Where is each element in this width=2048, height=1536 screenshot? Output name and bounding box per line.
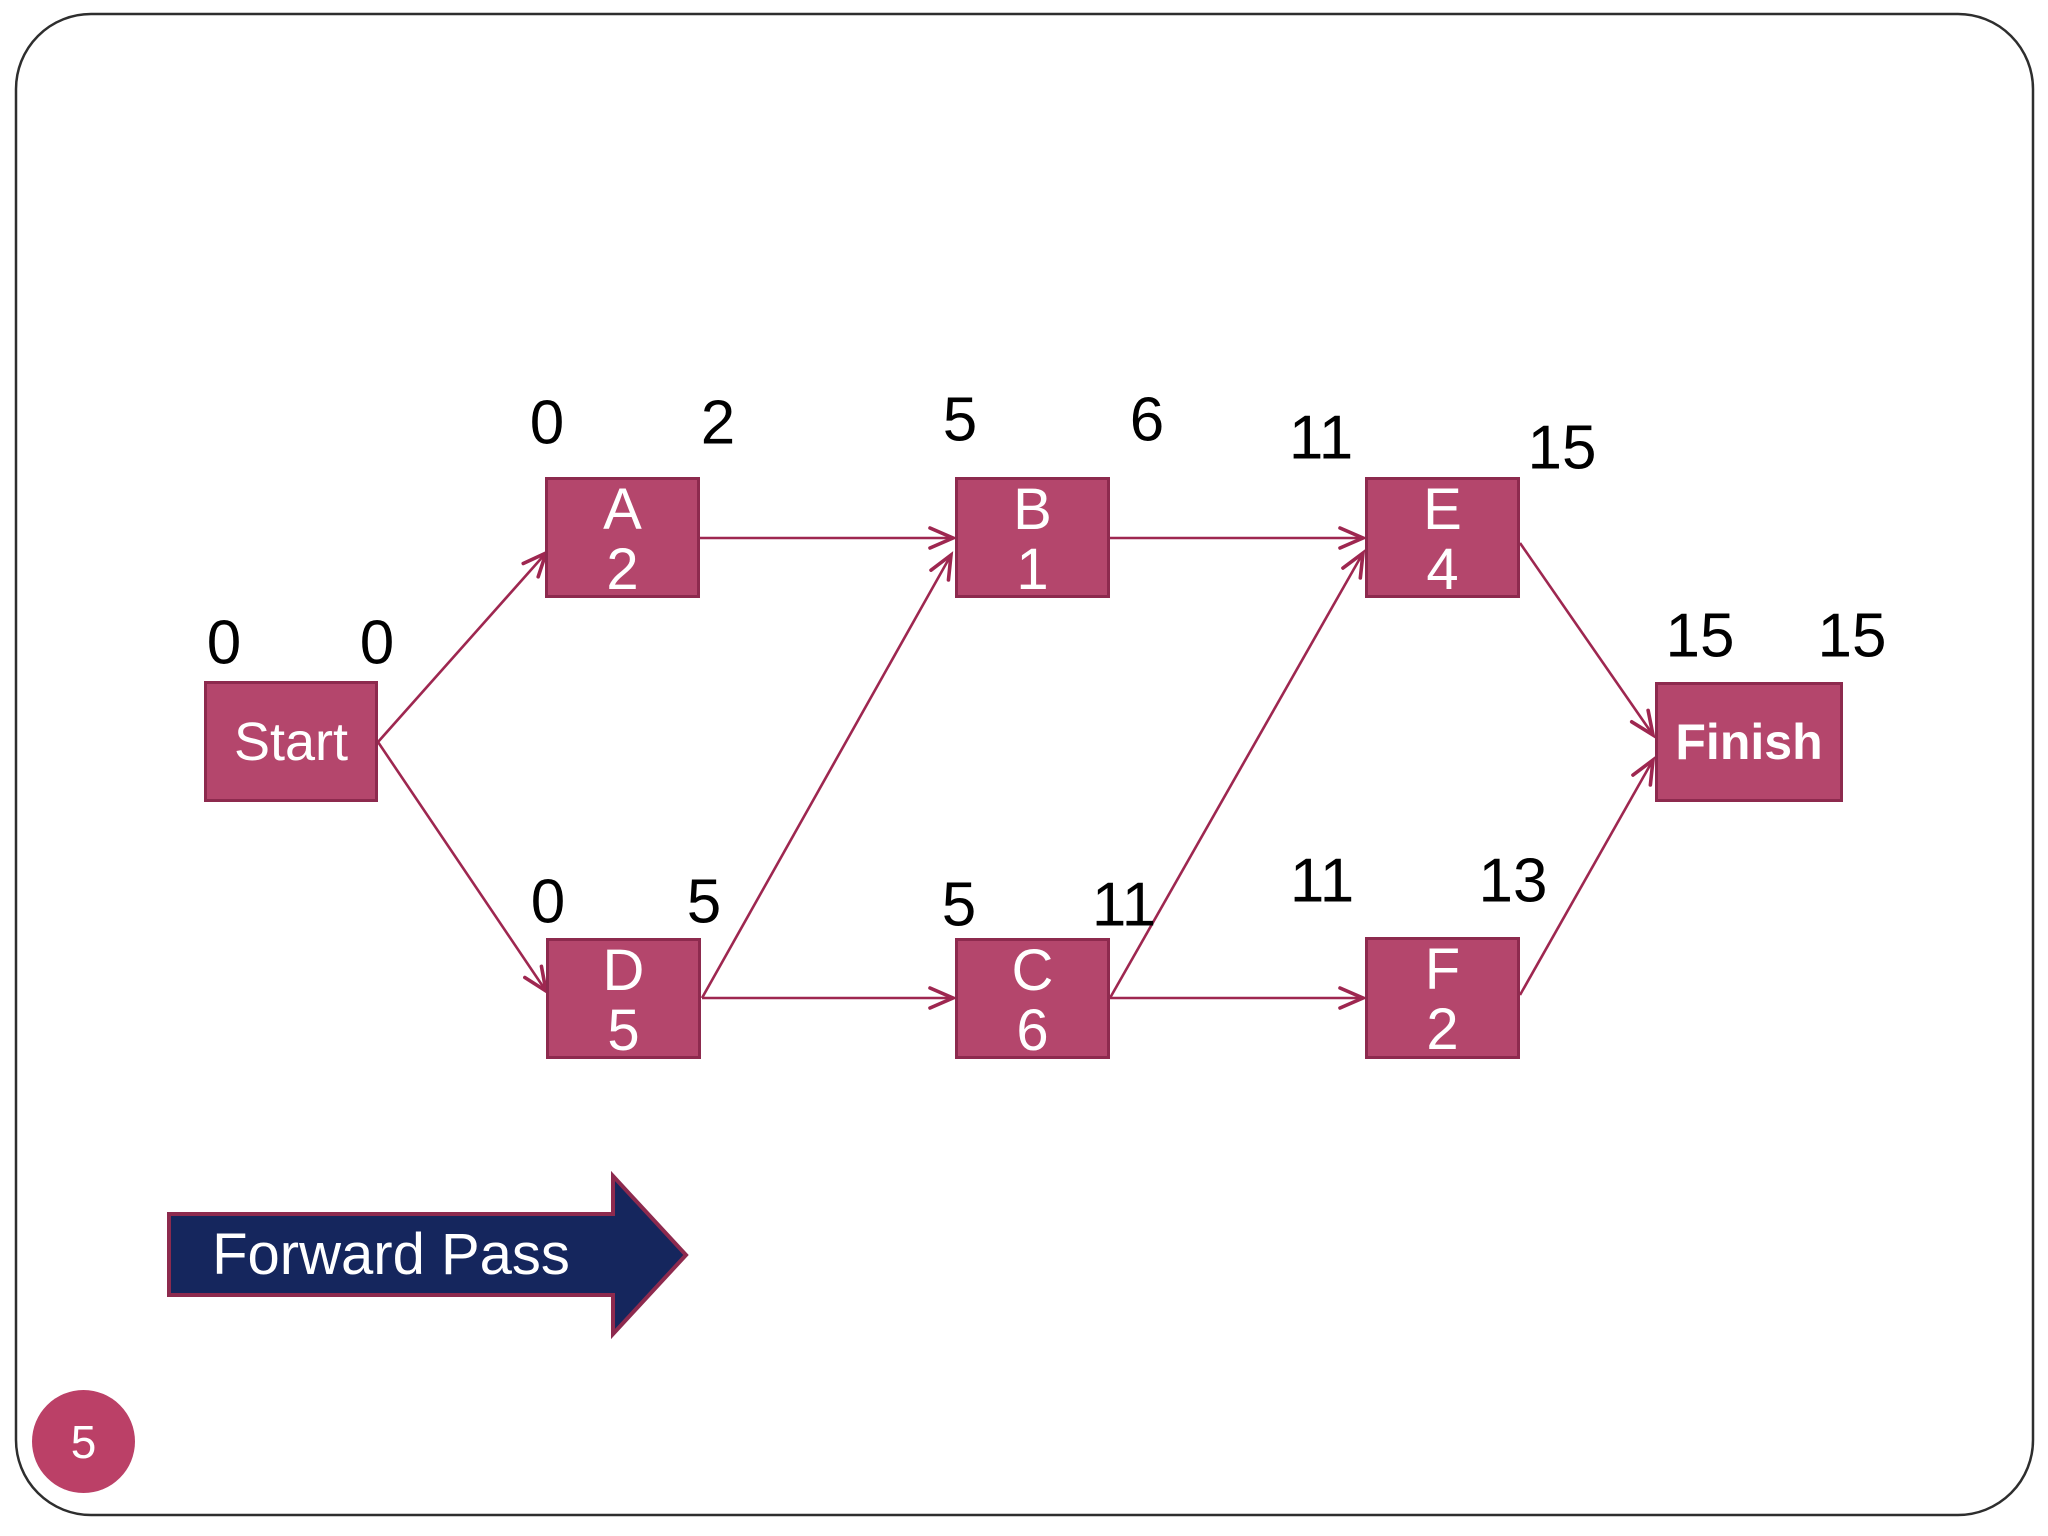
edge-c-e xyxy=(1108,549,1366,999)
c-ef: 11 xyxy=(1091,870,1157,940)
node-d-duration: 5 xyxy=(607,998,640,1059)
node-e-duration: 4 xyxy=(1426,537,1459,598)
start-es: 0 xyxy=(206,608,242,678)
e-ef: 15 xyxy=(1527,413,1597,483)
node-e-label: E xyxy=(1423,477,1462,542)
page-number: 5 xyxy=(70,1415,97,1468)
node-f-label: F xyxy=(1424,937,1461,1002)
a-ef: 2 xyxy=(700,388,736,458)
node-f: F 2 xyxy=(1365,937,1520,1059)
d-es: 0 xyxy=(530,867,566,937)
node-start: Start xyxy=(204,681,378,802)
node-finish-label: Finish xyxy=(1675,714,1823,770)
node-b: B 1 xyxy=(955,477,1110,598)
edge-d-b xyxy=(700,551,954,999)
node-c-label: C xyxy=(1011,938,1054,1003)
node-a-label: A xyxy=(603,477,642,542)
forward-pass-arrow xyxy=(167,1170,689,1340)
page-number-badge: 5 xyxy=(32,1390,135,1493)
node-b-duration: 1 xyxy=(1016,537,1049,598)
finish-es: 15 xyxy=(1665,601,1735,671)
edge-e-finish xyxy=(1518,542,1656,739)
f-ef: 13 xyxy=(1478,846,1548,916)
node-d: D 5 xyxy=(546,938,701,1059)
edge-start-a xyxy=(377,549,549,743)
node-b-label: B xyxy=(1013,477,1052,542)
node-c: C 6 xyxy=(955,938,1110,1059)
c-es: 5 xyxy=(941,870,977,940)
b-ef: 6 xyxy=(1129,385,1165,455)
slide-border xyxy=(14,12,2035,1517)
e-es: 11 xyxy=(1288,403,1354,473)
edge-start-d xyxy=(376,741,549,995)
a-es: 0 xyxy=(529,388,565,458)
start-ef: 0 xyxy=(359,608,395,678)
finish-ef: 15 xyxy=(1817,601,1887,671)
node-finish: Finish xyxy=(1655,682,1843,802)
node-c-duration: 6 xyxy=(1016,998,1049,1059)
d-ef: 5 xyxy=(686,867,722,937)
node-e: E 4 xyxy=(1365,477,1520,598)
f-es: 11 xyxy=(1289,846,1355,916)
edge-f-finish xyxy=(1518,756,1656,996)
node-a: A 2 xyxy=(545,477,700,598)
forward-pass-label: Forward Pass xyxy=(212,1222,570,1287)
node-f-duration: 2 xyxy=(1426,997,1459,1059)
node-a-duration: 2 xyxy=(606,537,639,598)
node-d-label: D xyxy=(602,938,645,1003)
node-start-label: Start xyxy=(233,711,349,772)
b-es: 5 xyxy=(942,385,978,455)
